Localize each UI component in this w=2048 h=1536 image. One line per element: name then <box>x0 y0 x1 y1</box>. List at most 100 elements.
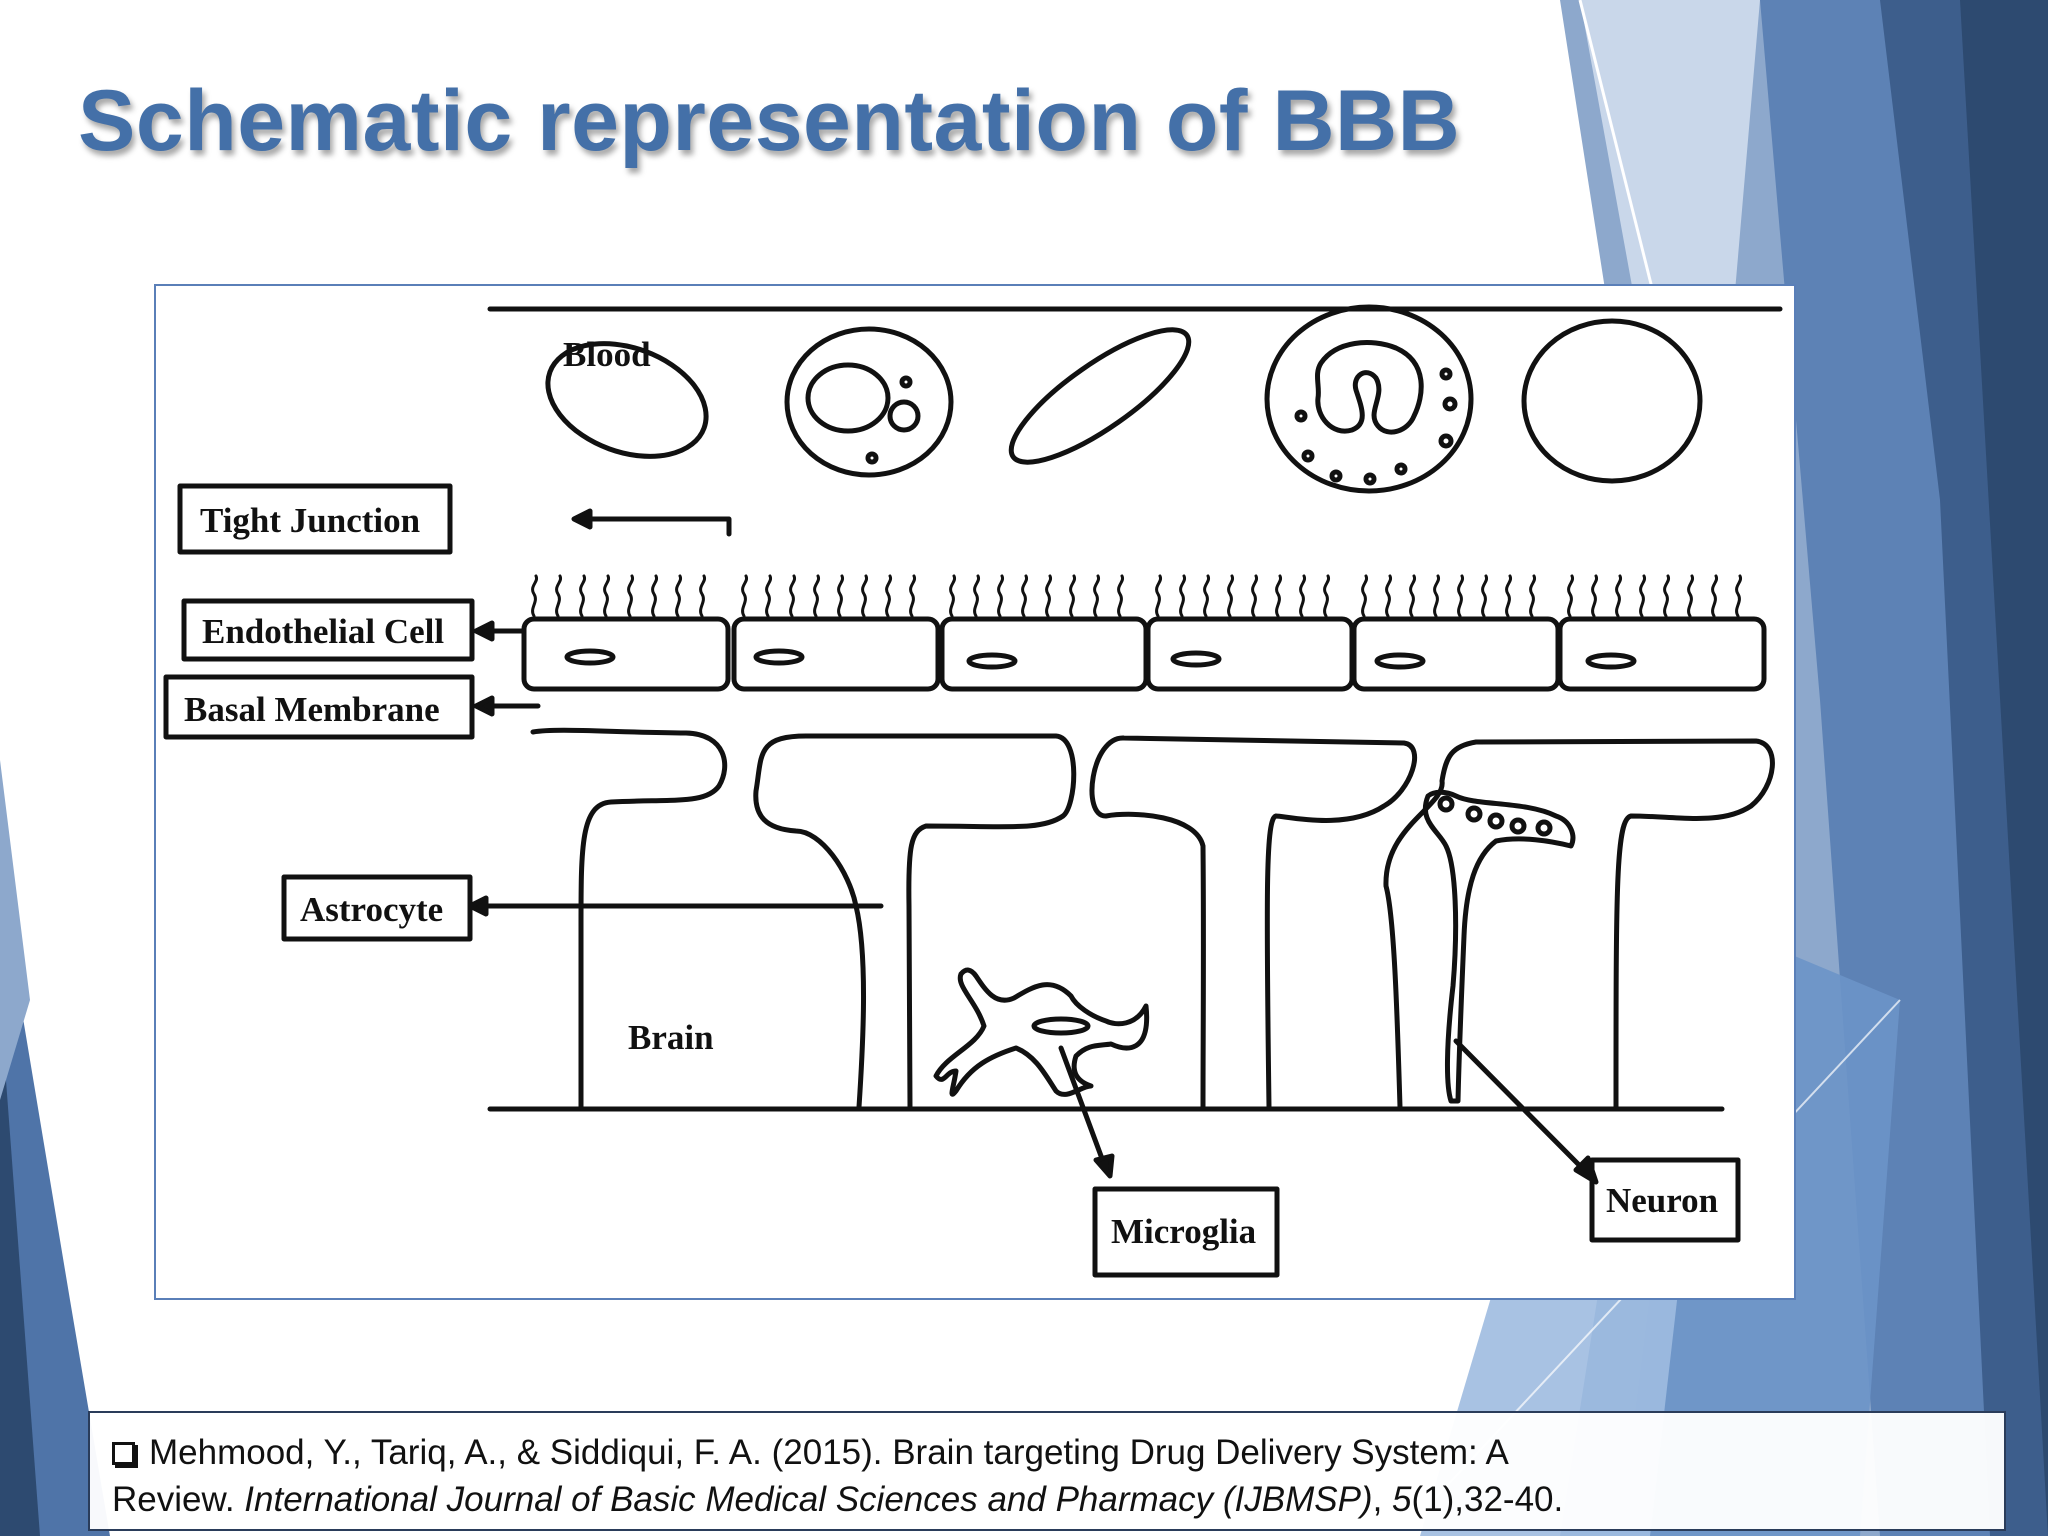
glycocalyx-squiggle <box>1735 574 1743 618</box>
bbb-diagram-drawing: Blood Tight Junction Endothelial Cell Ba… <box>163 304 1783 1278</box>
glycocalyx-squiggle <box>861 574 869 618</box>
neuron-pointer <box>1453 1038 1589 1175</box>
microglia-box <box>1092 1186 1280 1278</box>
glycocalyx-squiggle <box>531 574 539 618</box>
endothelial-cell <box>939 616 1149 692</box>
blood-label: Blood <box>563 335 651 374</box>
neuron-box <box>1589 1157 1741 1243</box>
astrocyte-foot <box>1383 738 1775 1110</box>
tight-junction-pointer <box>583 516 732 537</box>
arrowhead <box>473 620 495 642</box>
glycocalyx-squiggle <box>837 574 845 618</box>
glycocalyx-squiggle <box>1299 574 1307 618</box>
glycocalyx-squiggle <box>765 574 773 618</box>
slide-title: Schematic representation of BBB <box>78 73 1461 169</box>
glycocalyx-squiggle <box>1385 574 1393 618</box>
citation-review: Review. <box>112 1480 245 1519</box>
arrowhead <box>467 895 489 917</box>
citation-separator: , <box>1372 1480 1393 1519</box>
astrocyte-label: Astrocyte <box>300 890 443 929</box>
citation-issue-pages: (1),32-40. <box>1411 1480 1564 1519</box>
glycocalyx-squiggle <box>1021 574 1029 618</box>
bg-panel <box>0 1000 40 1536</box>
glycocalyx-squiggle <box>741 574 749 618</box>
bg-line <box>1578 0 1662 321</box>
glycocalyx-squiggles <box>531 574 1743 618</box>
basal-membrane-box <box>163 674 475 740</box>
glycocalyx-squiggle <box>1663 574 1671 618</box>
lymphocyte <box>784 326 954 478</box>
glycocalyx-squiggle <box>1639 574 1647 618</box>
citation-box: Mehmood, Y., Tariq, A., & Siddiqui, F. A… <box>88 1411 2006 1531</box>
arrowhead <box>1093 1153 1115 1179</box>
glycocalyx-squiggle <box>909 574 917 618</box>
glycocalyx-squiggle <box>651 574 659 618</box>
bg-panel <box>1960 0 2048 1536</box>
glycocalyx-squiggle <box>813 574 821 618</box>
glycocalyx-squiggle <box>627 574 635 618</box>
citation-volume: 5 <box>1392 1480 1412 1519</box>
glycocalyx-squiggle <box>1615 574 1623 618</box>
glycocalyx-squiggle <box>1069 574 1077 618</box>
astrocyte-foot <box>1089 735 1418 1110</box>
endothelial-cell-label: Endothelial Cell <box>202 612 444 651</box>
tight-junction-box <box>177 483 453 555</box>
glycocalyx-squiggle <box>1117 574 1125 618</box>
endothelial-cell-row <box>521 616 1767 692</box>
platelet <box>1008 327 1192 465</box>
glycocalyx-squiggle <box>1529 574 1537 618</box>
glycocalyx-squiggle <box>1409 574 1417 618</box>
citation-line-1: Mehmood, Y., Tariq, A., & Siddiqui, F. A… <box>112 1429 1984 1476</box>
glycocalyx-squiggle <box>675 574 683 618</box>
glycocalyx-squiggle <box>789 574 797 618</box>
glycocalyx-squiggle <box>1505 574 1513 618</box>
citation-authors: Mehmood, Y., Tariq, A., & Siddiqui, F. A… <box>149 1433 1509 1472</box>
red-blood-cell <box>545 341 709 459</box>
glycocalyx-squiggle <box>1203 574 1211 618</box>
microglia-cell <box>933 967 1150 1097</box>
citation-line-2: Review. International Journal of Basic M… <box>112 1476 1984 1523</box>
glycocalyx-squiggle <box>1227 574 1235 618</box>
glycocalyx-squiggle <box>885 574 893 618</box>
endothelial-cell <box>521 616 731 692</box>
glycocalyx-squiggle <box>973 574 981 618</box>
bbb-diagram: Blood Tight Junction Endothelial Cell Ba… <box>154 284 1796 1300</box>
endothelial-cell <box>1557 616 1767 692</box>
glycocalyx-squiggle <box>1457 574 1465 618</box>
microglia-pointer <box>1058 1045 1107 1167</box>
microglia-label: Microglia <box>1111 1212 1256 1251</box>
glycocalyx-squiggle <box>1093 574 1101 618</box>
neuron-label: Neuron <box>1606 1181 1718 1220</box>
astrocyte-foot <box>530 727 728 1110</box>
neuron-process <box>1422 789 1576 1104</box>
glycocalyx-squiggle <box>1179 574 1187 618</box>
citation-journal: International Journal of Basic Medical S… <box>244 1480 1373 1519</box>
glycocalyx-squiggle <box>1711 574 1719 618</box>
bg-panel <box>0 760 30 1100</box>
glycocalyx-squiggle <box>1481 574 1489 618</box>
glycocalyx-squiggle <box>555 574 563 618</box>
glycocalyx-squiggle <box>949 574 957 618</box>
brain-label: Brain <box>628 1018 714 1057</box>
glycocalyx-squiggle <box>1251 574 1259 618</box>
endothelial-cell-box <box>181 598 475 662</box>
blood-cell <box>1521 318 1703 484</box>
glycocalyx-squiggle <box>1323 574 1331 618</box>
endothelial-cell <box>731 616 941 692</box>
neutrophil <box>1264 304 1474 494</box>
glycocalyx-squiggle <box>579 574 587 618</box>
glycocalyx-squiggle <box>1155 574 1163 618</box>
glycocalyx-squiggle <box>1433 574 1441 618</box>
glycocalyx-squiggle <box>1361 574 1369 618</box>
glycocalyx-squiggle <box>699 574 707 618</box>
basal-membrane-label: Basal Membrane <box>184 690 440 729</box>
arrowhead <box>473 695 495 717</box>
glycocalyx-squiggle <box>997 574 1005 618</box>
glycocalyx-squiggle <box>603 574 611 618</box>
glycocalyx-squiggle <box>1687 574 1695 618</box>
glycocalyx-squiggle <box>1591 574 1599 618</box>
tight-junction-label: Tight Junction <box>200 501 420 540</box>
glycocalyx-squiggle <box>1567 574 1575 618</box>
arrowhead <box>571 508 593 530</box>
glycocalyx-squiggle <box>1275 574 1283 618</box>
